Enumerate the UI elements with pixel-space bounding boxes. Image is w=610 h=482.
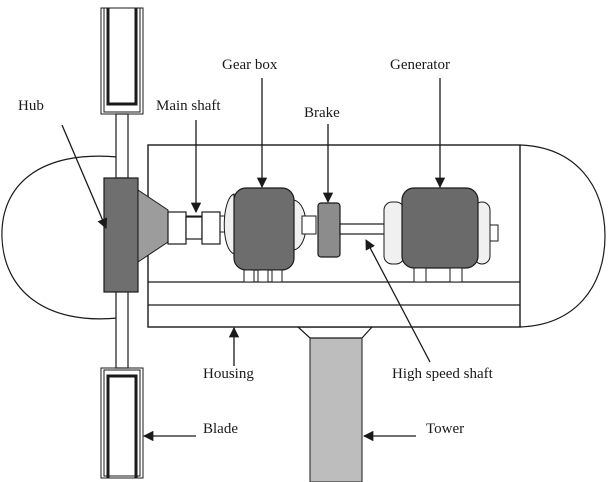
blade-root-upper	[115, 113, 129, 179]
generator-label: Generator	[390, 57, 450, 73]
blade-lower	[100, 367, 144, 479]
tower-flange	[296, 326, 374, 339]
gearbox	[233, 187, 295, 271]
tower-label: Tower	[426, 421, 464, 437]
coupling-2	[185, 216, 203, 240]
high-speed-shaft	[339, 223, 387, 235]
generator-front-flange	[383, 201, 405, 265]
hub-label: Hub	[18, 98, 44, 114]
gear-box-label: Gear box	[222, 57, 278, 73]
gearbox-foot-2	[257, 269, 269, 283]
generator	[401, 187, 479, 269]
generator-rear-stub	[489, 224, 499, 242]
main-shaft-label: Main shaft	[156, 98, 221, 114]
coupling-3	[201, 211, 221, 245]
gearbox-foot-3	[271, 269, 283, 283]
generator-foot-2	[449, 267, 463, 283]
brake-disc	[317, 202, 341, 258]
hub	[103, 177, 139, 293]
high-speed-shaft-arrow	[365, 239, 431, 363]
generator-foot-1	[413, 267, 427, 283]
blade-root-lower	[115, 289, 129, 369]
tower	[309, 337, 363, 482]
gearbox-foot-1	[243, 269, 255, 283]
hub-arrow	[61, 124, 108, 229]
nacelle-rear-cap	[519, 144, 606, 328]
coupling-1	[167, 211, 187, 245]
spinner-nose	[1, 155, 119, 320]
housing-label: Housing	[203, 366, 254, 382]
blade-label: Blade	[203, 421, 238, 437]
high-speed-shaft-label: High speed shaft	[392, 366, 494, 382]
blade-upper	[100, 7, 144, 115]
brake-label: Brake	[304, 105, 340, 121]
gearbox-output-stub	[301, 215, 317, 235]
